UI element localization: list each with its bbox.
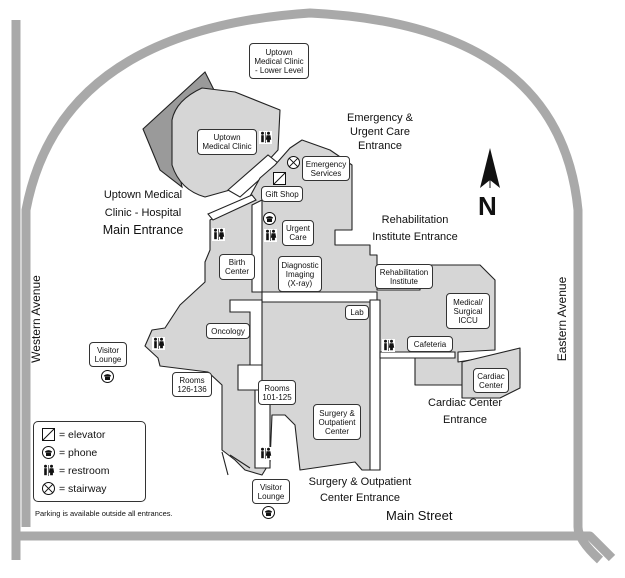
emergency-entrance-line1: Emergency & (346, 112, 414, 124)
main-street-label: Main Street (386, 508, 453, 523)
main-entrance-label: Main Entrance (102, 223, 184, 237)
stairway-icon (42, 482, 55, 495)
elevator-icon (273, 172, 286, 185)
rehab-entrance-label: Rehabilitation Institute Entrance (365, 213, 465, 244)
room-medical-surgical-iccu[interactable]: Medical/ Surgical ICCU (446, 293, 490, 329)
legend-phone-label: = phone (59, 446, 98, 459)
legend-phone: = phone (42, 446, 97, 459)
legend-restroom-label: = restroom (59, 464, 110, 477)
cafeteria-corridor (379, 351, 456, 359)
restroom-icon (381, 338, 396, 353)
phone-icon (263, 212, 276, 225)
emergency-entrance-line3: Entrance (357, 140, 403, 152)
emergency-entrance-line2: Urgent Care (350, 126, 410, 138)
cardiac-entrance-line1: Cardiac Center (428, 397, 502, 409)
uptown-entrance-line2: Clinic - Hospital (104, 207, 182, 219)
room-cafeteria[interactable]: Cafeteria (407, 336, 453, 352)
surgery-entrance-line1: Surgery & Outpatient (308, 476, 412, 488)
uptown-entrance-label: Uptown Medical Clinic - Hospital Main En… (98, 188, 188, 237)
room-birth-center[interactable]: Birth Center (219, 254, 255, 280)
phone-icon (101, 370, 114, 383)
phone-icon (42, 446, 55, 459)
legend-elevator: = elevator (42, 428, 105, 441)
surgery-entrance-label: Surgery & Outpatient Center Entrance (300, 475, 420, 505)
rehab-entrance-line2: Institute Entrance (372, 231, 458, 243)
room-rooms-101-125[interactable]: Rooms 101-125 (258, 380, 296, 405)
eastern-avenue-label: Eastern Avenue (555, 276, 569, 362)
room-uptown-clinic[interactable]: Uptown Medical Clinic (197, 129, 257, 155)
emergency-entrance-label: Emergency & Urgent Care Entrance (335, 111, 425, 153)
campus-loop-road (21, 8, 604, 564)
room-rooms-126-136[interactable]: Rooms 126-136 (172, 372, 212, 397)
restroom-icon (151, 336, 166, 351)
elevator-icon (42, 428, 55, 441)
east-corridor (369, 299, 381, 471)
uptown-entrance-line1: Uptown Medical (103, 189, 183, 201)
room-urgent-care[interactable]: Urgent Care (282, 220, 314, 246)
surgery-entrance-line2: Center Entrance (319, 492, 401, 504)
restroom-icon (258, 446, 273, 461)
room-uptown-lower-level[interactable]: Uptown Medical Clinic - Lower Level (249, 43, 309, 79)
cardiac-entrance-line2: Entrance (442, 414, 488, 426)
main-street-road (20, 531, 616, 562)
room-diagnostic-imaging[interactable]: Diagnostic Imaging (X-ray) (278, 256, 322, 292)
room-visitor-lounge-south[interactable]: Visitor Lounge (252, 479, 290, 504)
restroom-icon (42, 464, 55, 477)
western-avenue-label: Western Avenue (29, 275, 43, 363)
room-gift-shop[interactable]: Gift Shop (261, 186, 303, 202)
phone-icon (262, 506, 275, 519)
restroom-icon (211, 227, 226, 242)
legend-stairway: = stairway (42, 482, 107, 495)
legend-restroom: = restroom (42, 464, 109, 477)
room-lab[interactable]: Lab (345, 305, 369, 320)
rehab-entrance-line1: Rehabilitation (381, 214, 449, 226)
north-label: N (478, 191, 497, 221)
map-legend: = elevator = phone = restroom = stairway (33, 421, 146, 502)
north-arrow-icon (480, 148, 500, 188)
room-surgery-outpatient-center[interactable]: Surgery & Outpatient Center (313, 404, 361, 440)
stairway-icon (287, 156, 300, 169)
room-visitor-lounge-west[interactable]: Visitor Lounge (89, 342, 127, 367)
restroom-icon (258, 130, 273, 145)
room-emergency-services[interactable]: Emergency Services (302, 156, 350, 181)
parking-note: Parking is available outside all entranc… (35, 509, 173, 518)
main-entrance-corridor (207, 194, 257, 221)
room-oncology[interactable]: Oncology (206, 323, 250, 339)
central-corridor (261, 291, 378, 303)
cardiac-entrance-label: Cardiac Center Entrance (420, 396, 510, 427)
legend-elevator-label: = elevator (59, 428, 106, 441)
room-cardiac-center[interactable]: Cardiac Center (473, 368, 509, 393)
legend-stairway-label: = stairway (59, 482, 107, 495)
restroom-icon (263, 228, 278, 243)
room-rehabilitation-institute[interactable]: Rehabilitation Institute (375, 264, 433, 289)
